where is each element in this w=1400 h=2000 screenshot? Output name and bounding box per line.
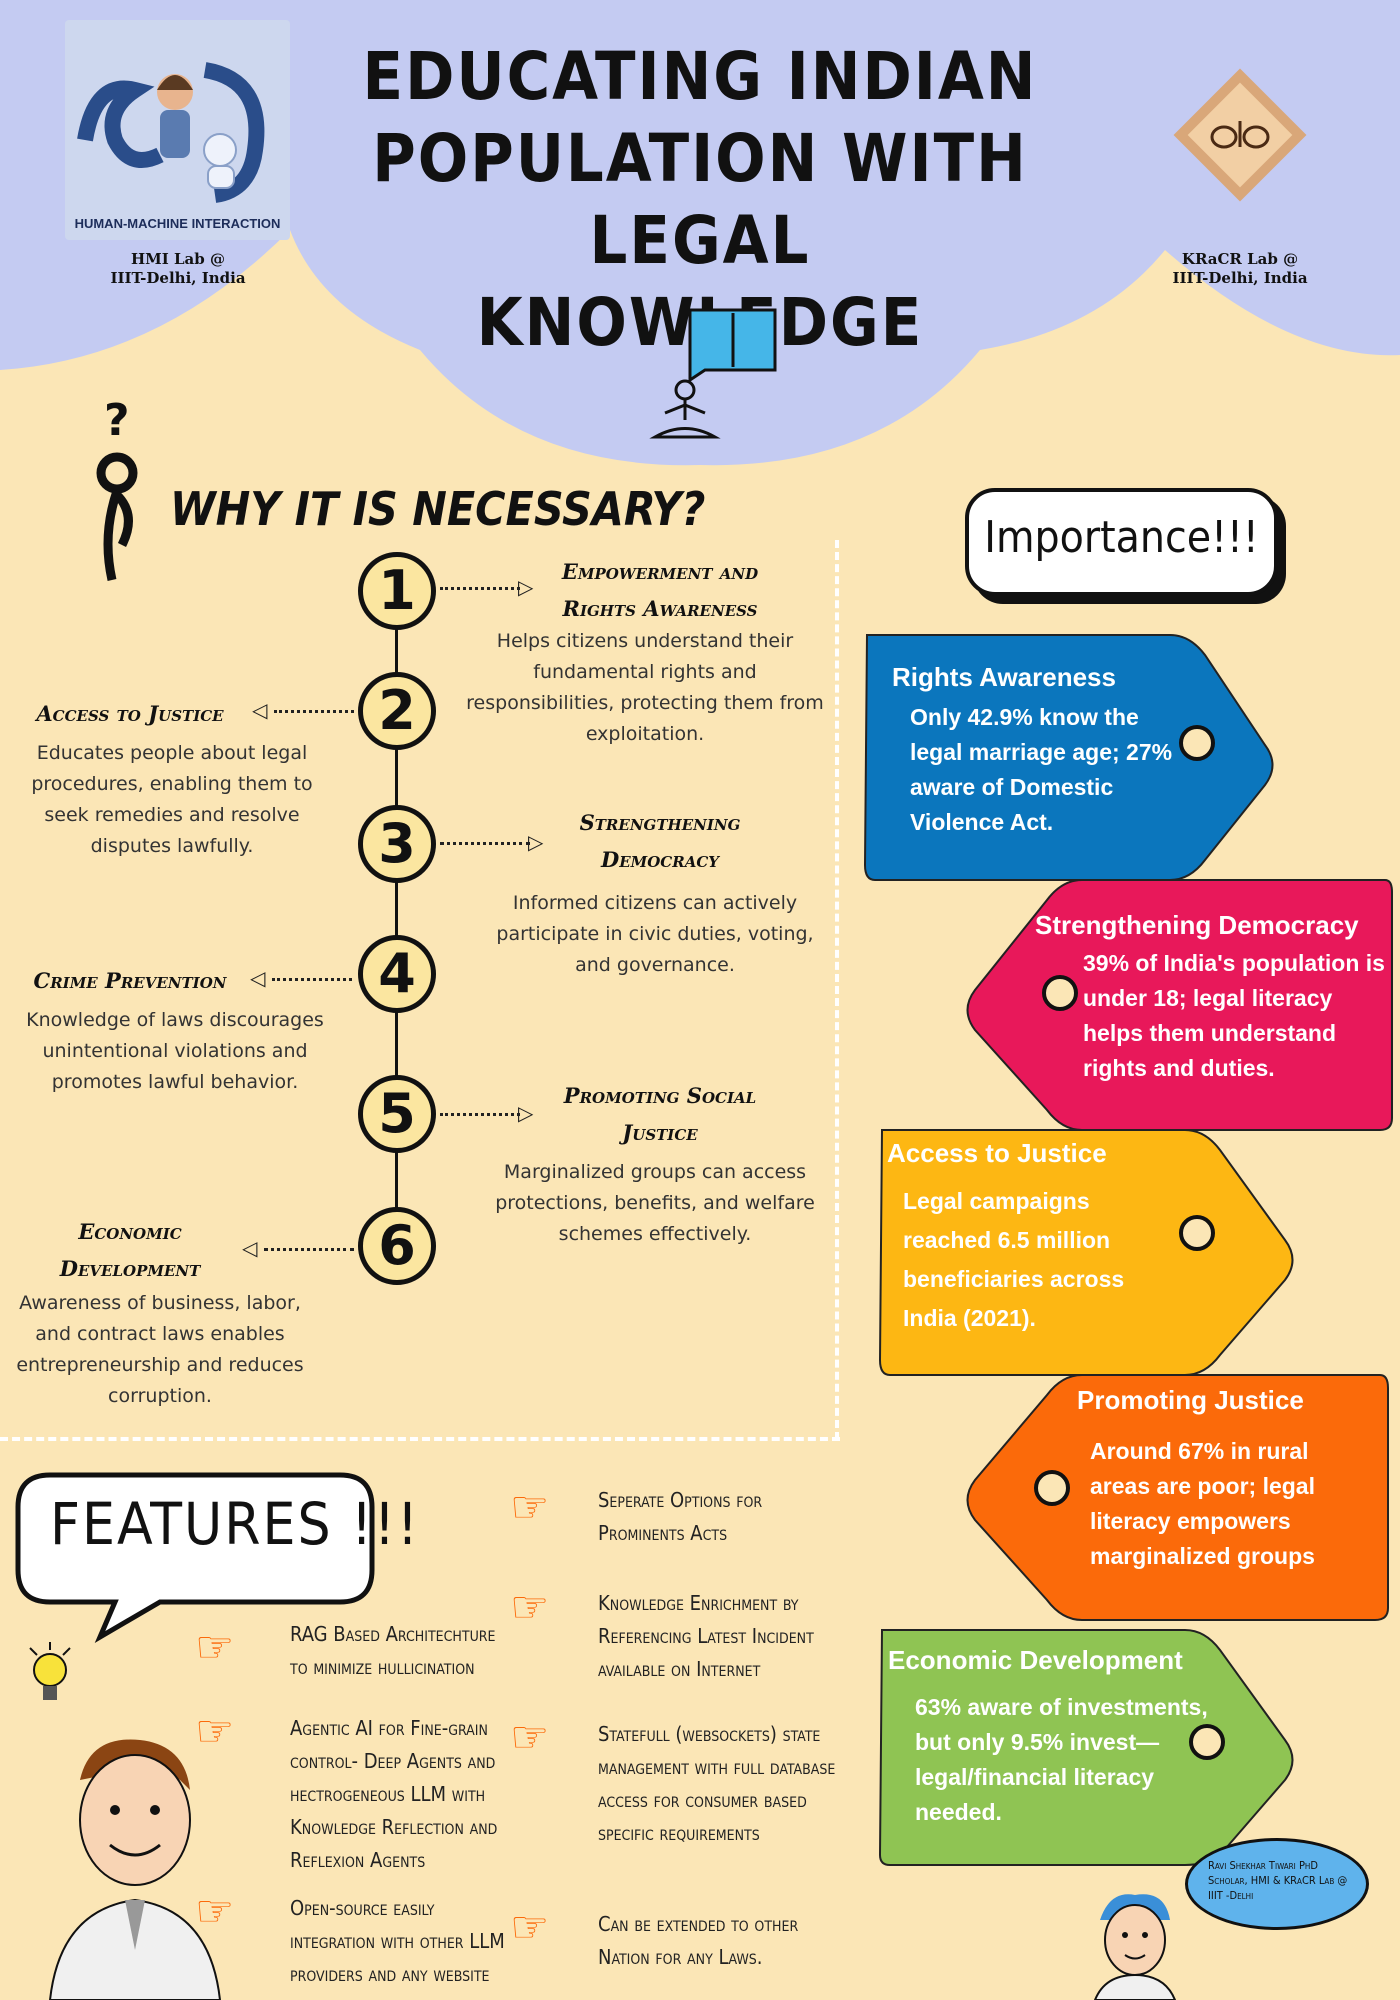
step-4-title: Crime Prevention — [33, 968, 227, 993]
arrow-head-icon: ◁ — [250, 966, 266, 990]
tag-access-shape — [878, 1129, 1294, 1376]
lightbulb-icon — [29, 1642, 71, 1700]
step-6-title: Economic Development — [59, 1219, 201, 1281]
step-2-desc: Educates people about legal procedures, … — [31, 742, 313, 857]
importance-tags — [863, 634, 1393, 1866]
feature-left-2: Agentic AI for Fine-grain control- Deep … — [290, 1716, 498, 1872]
kracr-lab-label: KRaCR Lab @ IIIT-Delhi, India — [1172, 250, 1308, 287]
step-1-title: Empowerment and Rights Awareness — [561, 559, 759, 621]
thinking-person-illustration — [48, 1739, 222, 2000]
hmi-logo-art — [77, 62, 265, 203]
arrow-head-icon: ▷ — [528, 830, 544, 854]
arrow-head-icon: ▷ — [518, 575, 534, 599]
tag-hole-3 — [1179, 1215, 1215, 1251]
pointing-hand-icon: ☞ — [195, 1886, 235, 1937]
kracr-logo — [1173, 68, 1307, 202]
tag-4-title: Promoting Justice — [1077, 1385, 1304, 1415]
tag-justice-shape — [966, 1374, 1389, 1621]
tag-hole-1 — [1179, 725, 1215, 761]
step-3-desc: Informed citizens can actively participa… — [496, 892, 814, 976]
vertical-divider — [835, 540, 839, 1440]
step-number-6: 6 — [358, 1207, 436, 1285]
author-avatar — [1093, 1894, 1177, 2000]
step-6-arrow — [264, 1248, 354, 1251]
tag-rights-awareness-shape — [863, 634, 1274, 881]
question-person-icon: ? — [96, 395, 138, 581]
features-speech-bubble — [15, 1472, 375, 1643]
arrow-head-icon: ◁ — [242, 1236, 258, 1260]
step-6-desc: Awareness of business, labor, and contra… — [16, 1292, 304, 1407]
tag-hole-5 — [1189, 1724, 1225, 1760]
step-3-arrow — [440, 842, 530, 845]
feature-right-3: Statefull (websockets) state management … — [598, 1722, 836, 1845]
feature-right-4: Can be extended to other Nation for any … — [598, 1912, 799, 1969]
importance-heading: Importance!!! — [965, 488, 1278, 596]
horizontal-divider — [0, 1437, 840, 1441]
timeline-line — [395, 600, 398, 1240]
step-4-arrow — [272, 978, 352, 981]
why-heading: WHY IT IS NECESSARY? — [170, 482, 706, 536]
step-number-1: 1 — [358, 552, 436, 630]
feature-left-3: Open-source easily integration with othe… — [290, 1896, 505, 1986]
pointing-hand-icon: ☞ — [510, 1582, 550, 1633]
tag-hole-2 — [1042, 975, 1078, 1011]
arrow-head-icon: ▷ — [518, 1101, 534, 1125]
pointing-hand-icon: ☞ — [195, 1622, 235, 1673]
tag-1-title: Rights Awareness — [892, 662, 1116, 692]
tag-democracy-shape — [966, 879, 1393, 1131]
arrow-head-icon: ◁ — [252, 698, 268, 722]
pointing-hand-icon: ☞ — [510, 1712, 550, 1763]
header-background — [0, 0, 1400, 466]
hmi-logo: HUMAN-MACHINE INTERACTION — [65, 20, 290, 240]
step-3-title: Strengthening Democracy — [579, 810, 741, 872]
tag-5-title: Economic Development — [888, 1645, 1183, 1675]
step-4-desc: Knowledge of laws discourages unintentio… — [26, 1009, 324, 1093]
step-5-arrow — [440, 1113, 520, 1116]
author-speech-bubble: Ravi Shekhar Tiwari PhD Scholar, HMI & K… — [1185, 1838, 1369, 1930]
tag-1-text: Only 42.9% know the legal marriage age; … — [910, 704, 1173, 835]
step-number-4: 4 — [358, 935, 436, 1013]
svg-text:?: ? — [104, 395, 130, 446]
pointing-hand-icon: ☞ — [510, 1902, 550, 1953]
pointing-hand-icon: ☞ — [510, 1482, 550, 1533]
reading-meditation-icon — [649, 308, 777, 439]
hmi-lab-label: HMI Lab @ IIIT-Delhi, India — [110, 250, 246, 287]
step-number-3: 3 — [358, 805, 436, 883]
pointing-hand-icon: ☞ — [195, 1706, 235, 1757]
tag-3-text: Legal campaigns reached 6.5 million bene… — [903, 1188, 1125, 1331]
step-5-title: Promoting Social Justice — [563, 1083, 757, 1145]
tag-3-title: Access to Justice — [887, 1138, 1107, 1168]
tag-hole-4 — [1034, 1470, 1070, 1506]
features-heading: FEATURES !!! — [50, 1490, 420, 1558]
feature-right-2: Knowledge Enrichment by Referencing Late… — [598, 1591, 814, 1681]
step-2-title: Access to Justice — [36, 701, 224, 726]
step-2-arrow — [274, 710, 354, 713]
tag-economic-shape — [878, 1629, 1294, 1866]
hmi-logo-caption: HUMAN-MACHINE INTERACTION — [74, 216, 281, 231]
step-1-arrow — [440, 587, 520, 590]
feature-right-1: Seperate Options for Prominents Acts — [598, 1488, 763, 1545]
tag-4-text: Around 67% in rural areas are poor; lega… — [1090, 1438, 1315, 1569]
feature-left-1: RAG Based Architechture to minimize hull… — [290, 1622, 496, 1679]
step-number-5: 5 — [358, 1075, 436, 1153]
tag-5-text: 63% aware of investments, but only 9.5% … — [915, 1694, 1208, 1825]
tag-2-text: 39% of India's population is under 18; l… — [1083, 950, 1385, 1081]
step-number-2: 2 — [358, 672, 436, 750]
author-credit: Ravi Shekhar Tiwari PhD Scholar, HMI & K… — [1208, 1859, 1348, 1902]
step-5-desc: Marginalized groups can access protectio… — [495, 1161, 815, 1245]
step-1-desc: Helps citizens understand their fundamen… — [466, 630, 824, 745]
tag-2-title: Strengthening Democracy — [1035, 910, 1359, 940]
